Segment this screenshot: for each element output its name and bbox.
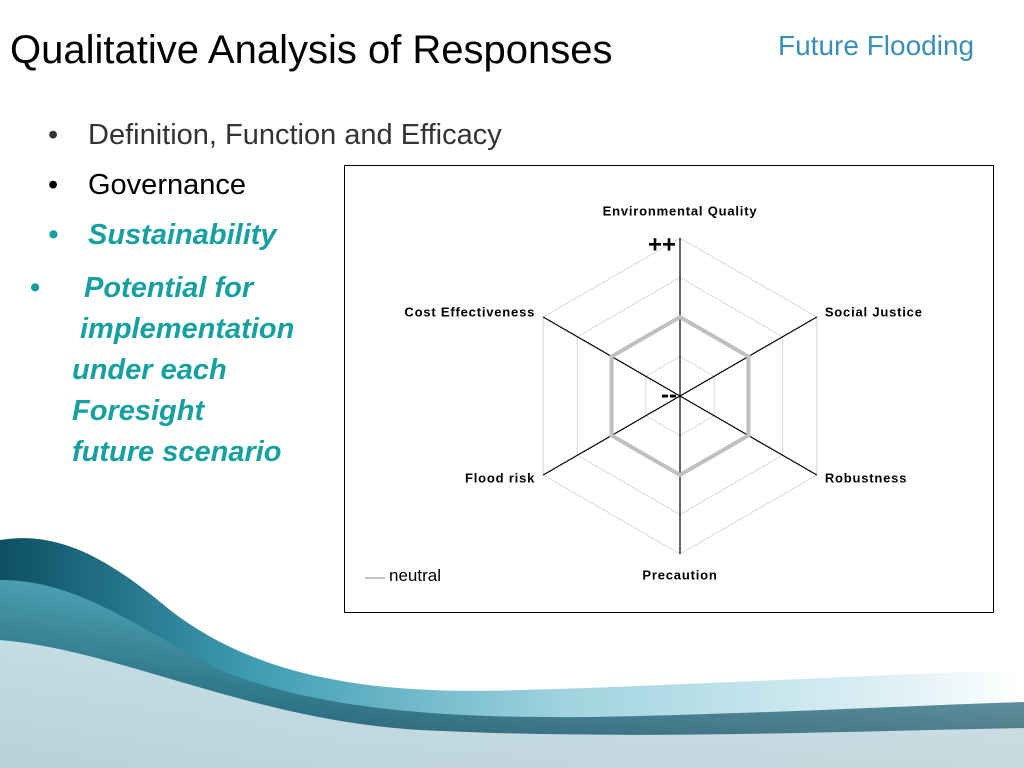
bullet-text: Sustainability — [88, 219, 277, 251]
radar-scale-min-label: -- — [661, 381, 677, 408]
bullet-text: Governance — [88, 169, 246, 201]
radar-axis-label: Social Justice — [825, 304, 923, 319]
potential-line: implementation — [80, 313, 295, 345]
potential-line: Potential for — [84, 272, 254, 304]
potential-line: Foresight — [72, 395, 205, 427]
slide-title: Qualitative Analysis of Responses — [10, 28, 613, 72]
bullet-text: Definition, Function and Efficacy — [88, 119, 502, 151]
radar-axis-label: Cost Effectiveness — [404, 304, 535, 319]
radar-axis-label: Environmental Quality — [603, 203, 758, 218]
bullet-dot: • — [48, 219, 59, 251]
legend-label: neutral — [389, 566, 441, 585]
water-wave-decoration — [0, 538, 1024, 768]
bullet-dot: • — [48, 169, 59, 201]
legend-swatch — [365, 577, 385, 579]
radar-scale-max-label: ++ — [648, 231, 676, 258]
bullet-dot: • — [48, 119, 59, 151]
potential-line: future scenario — [72, 436, 282, 468]
brand-logo: Future Flooding — [778, 30, 975, 61]
radar-axis-label: Robustness — [825, 470, 907, 485]
bullet-dot: • — [30, 272, 41, 304]
radar-series-neutral — [609, 314, 751, 478]
radar-axis-label: Precaution — [642, 567, 717, 582]
potential-line: under each — [72, 354, 227, 386]
radar-axis-label: Flood risk — [465, 470, 535, 485]
